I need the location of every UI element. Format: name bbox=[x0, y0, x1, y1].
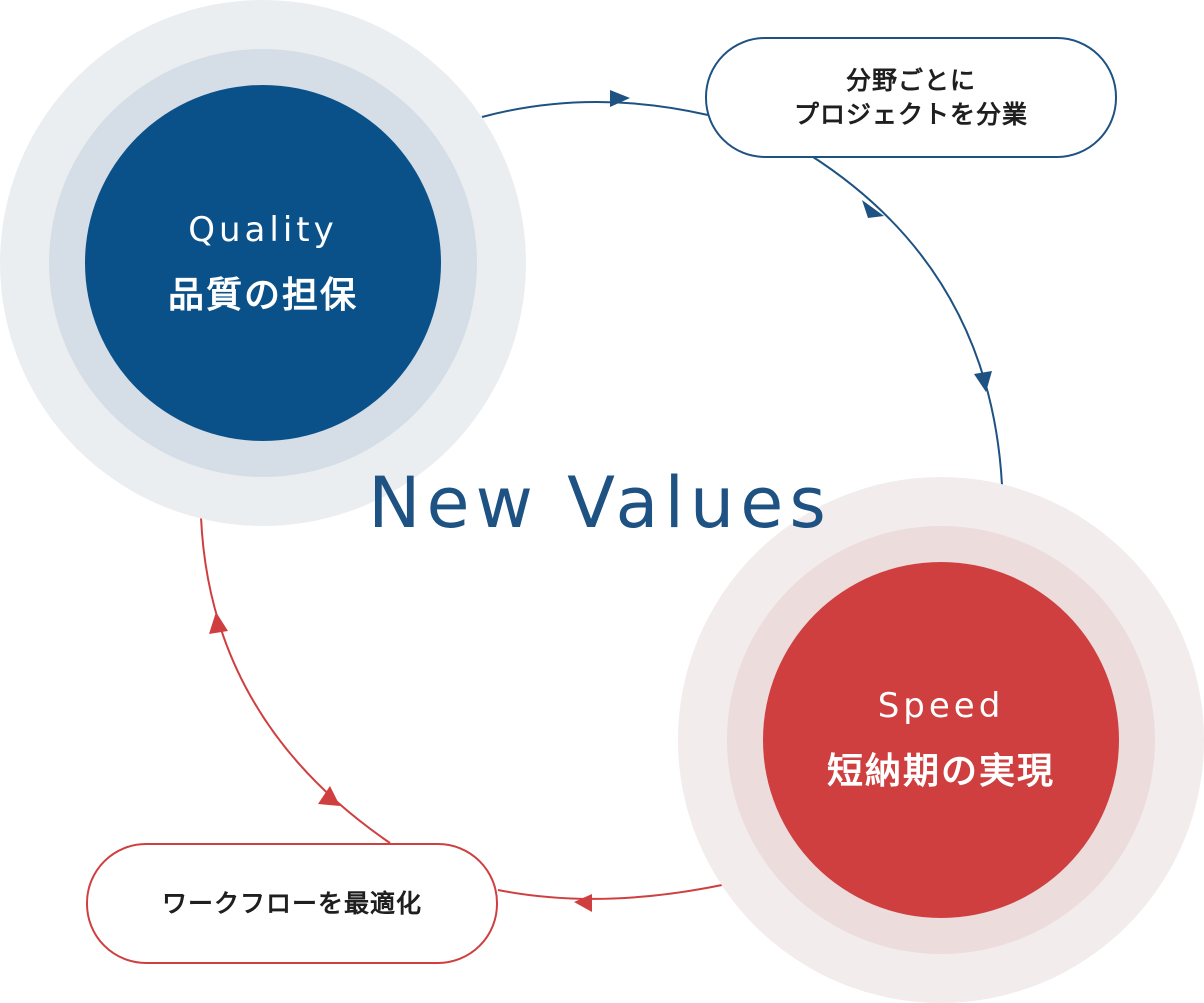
speed-core-circle bbox=[763, 562, 1119, 918]
arc-speed-to-bottom bbox=[497, 884, 723, 900]
quality-title-en: Quality bbox=[188, 210, 338, 250]
arc-quality-to-top bbox=[481, 101, 709, 118]
arrow-head bbox=[574, 894, 592, 912]
quality-core-circle bbox=[85, 85, 441, 441]
step-bottom-label: ワークフローを最適化 bbox=[161, 888, 422, 918]
quality-title-ja: 品質の担保 bbox=[167, 275, 358, 316]
speed-label: Speed 短納期の実現 bbox=[763, 686, 1119, 794]
speed-title-ja: 短納期の実現 bbox=[826, 751, 1055, 792]
arrow-head bbox=[862, 200, 884, 218]
arrow-head bbox=[318, 786, 340, 806]
arrow-head bbox=[209, 612, 228, 634]
step-top-line2: プロジェクトを分業 bbox=[793, 99, 1028, 129]
arc-top-to-speed bbox=[809, 154, 1003, 486]
arrow-head bbox=[610, 90, 630, 107]
step-pill-top-text: 分野ごとに プロジェクトを分業 bbox=[794, 64, 1028, 132]
quality-label: Quality 品質の担保 bbox=[85, 210, 441, 318]
step-top-line1: 分野ごとに bbox=[845, 65, 976, 95]
center-title: New Values bbox=[368, 462, 832, 544]
arc-bottom-to-quality bbox=[200, 516, 391, 844]
arrow-head bbox=[974, 371, 992, 392]
step-pill-bottom: ワークフローを最適化 bbox=[86, 843, 498, 964]
speed-title-en: Speed bbox=[877, 686, 1005, 726]
step-pill-top: 分野ごとに プロジェクトを分業 bbox=[705, 37, 1117, 158]
